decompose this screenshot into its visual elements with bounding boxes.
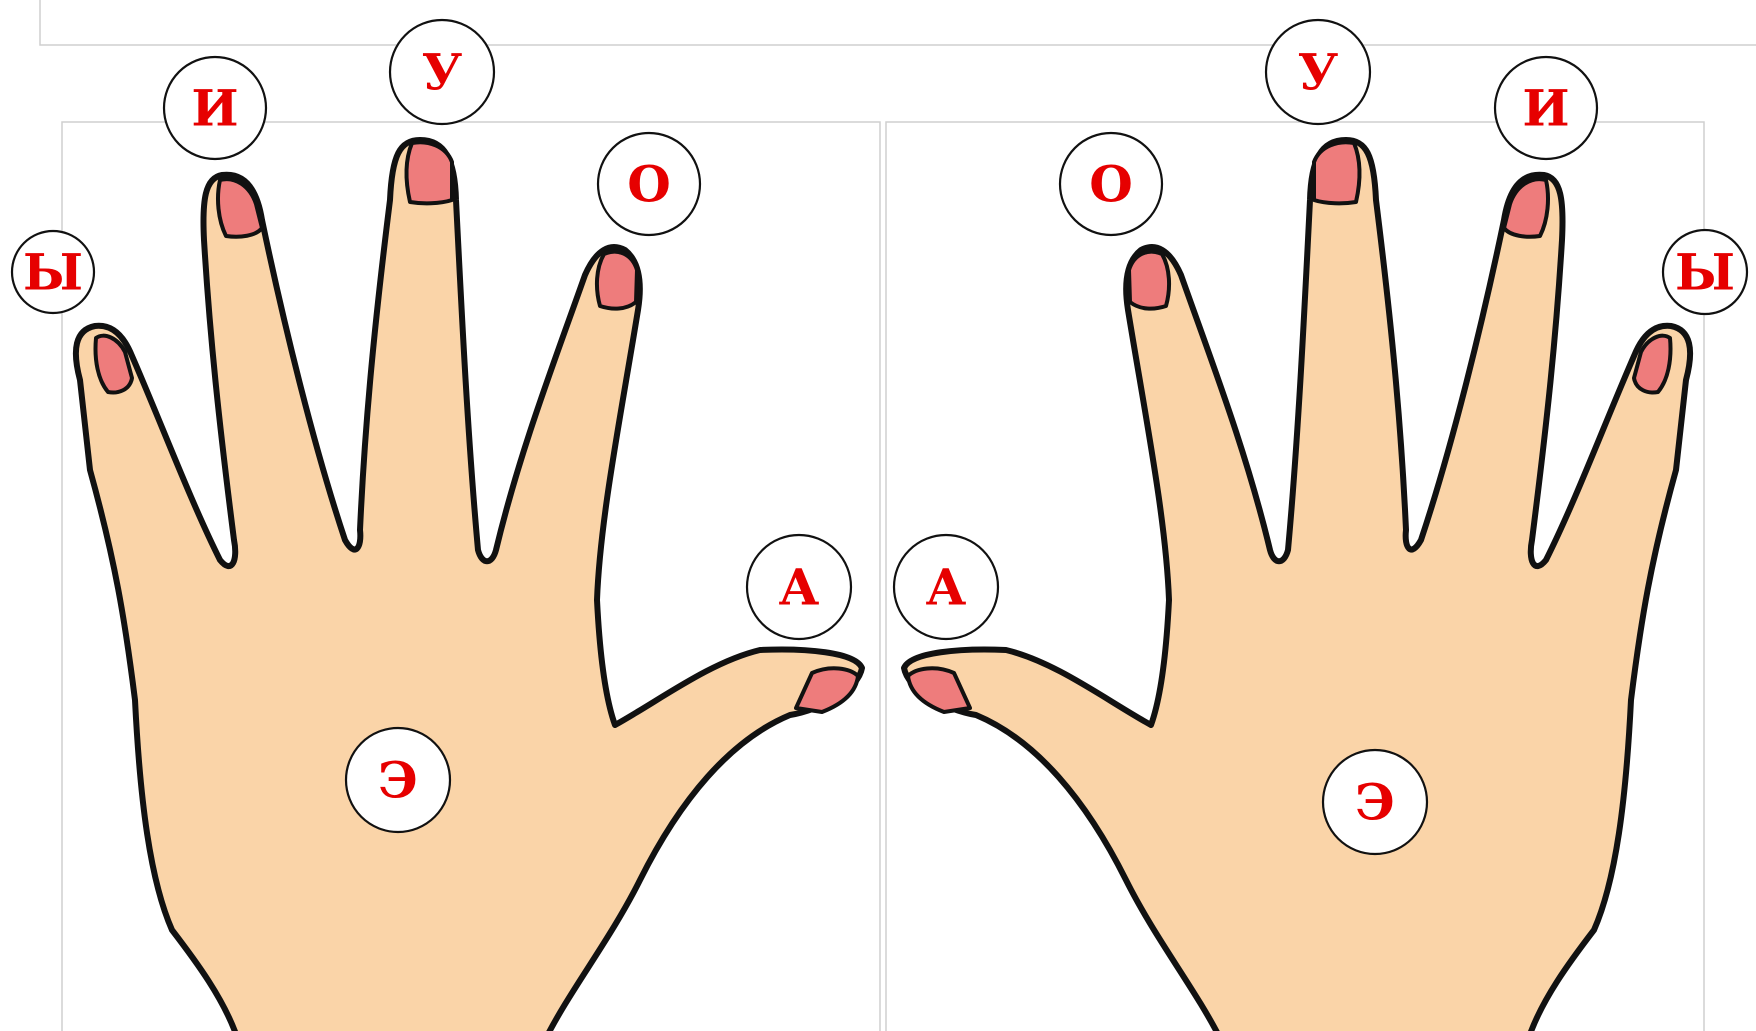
- right-ring-nail: [1504, 179, 1548, 237]
- right-middle-letter: У: [1298, 43, 1339, 102]
- right-middle-badge: У: [1266, 20, 1370, 124]
- right-ring-badge: И: [1495, 57, 1597, 159]
- left-index-letter: О: [627, 155, 671, 214]
- left-index-badge: О: [598, 133, 700, 235]
- left-index-nail: [597, 252, 637, 309]
- left-thumb-badge: А: [747, 535, 851, 639]
- right-pinky-badge: Ы: [1663, 230, 1747, 314]
- right-ring-letter: И: [1522, 79, 1569, 138]
- left-pinky-badge: Ы: [12, 231, 94, 313]
- left-ring-letter: И: [191, 79, 238, 138]
- left-middle-nail: [406, 142, 452, 203]
- left-middle-badge: У: [390, 20, 494, 124]
- right-thumb-letter: А: [926, 558, 967, 617]
- left-palm-letter: Э: [378, 751, 418, 810]
- right-index-letter: О: [1089, 155, 1133, 214]
- right-hand-outline: [904, 140, 1690, 1031]
- left-ring-nail: [218, 179, 262, 237]
- left-thumb-letter: А: [779, 558, 820, 617]
- left-pinky-letter: Ы: [23, 243, 83, 302]
- right-middle-nail: [1314, 142, 1360, 203]
- left-hand: [76, 140, 862, 1031]
- right-index-badge: О: [1060, 133, 1162, 235]
- right-palm-badge: Э: [1323, 750, 1427, 854]
- left-palm-badge: Э: [346, 728, 450, 832]
- right-thumb-badge: А: [894, 535, 998, 639]
- right-pinky-letter: Ы: [1675, 243, 1735, 302]
- left-hand-outline: [76, 140, 862, 1031]
- right-index-nail: [1129, 252, 1169, 309]
- right-hand: [904, 140, 1690, 1031]
- left-ring-badge: И: [164, 57, 266, 159]
- right-palm-letter: Э: [1355, 773, 1395, 832]
- left-middle-letter: У: [422, 43, 463, 102]
- top-frame: [40, 0, 1756, 45]
